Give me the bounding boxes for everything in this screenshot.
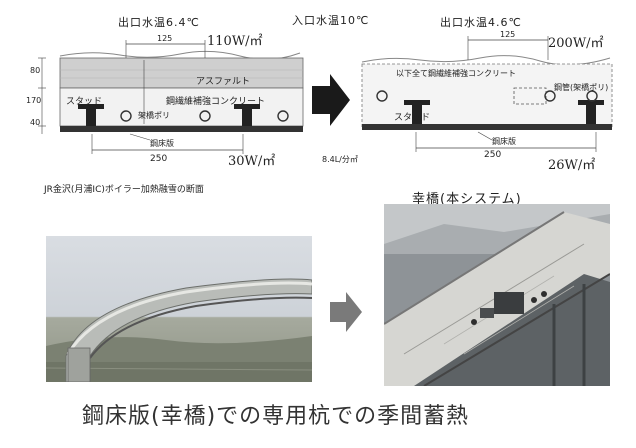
left-dim-side-2: 40 [30,118,41,127]
construction-photo [384,204,610,386]
left-stud-label: スタッド [66,97,103,107]
left-outlet-temp: 出口水温6.4℃ [118,16,200,29]
left-dim-side-1: 80 [30,66,41,75]
left-heat-bottom: 30W/㎡ [228,154,276,169]
right-heat-top: 200W/㎡ [548,36,604,51]
right-deck-label: 鋼床版 [492,137,516,146]
left-dim-top: 125 [157,34,173,43]
left-pipe-label: 架橋ポリ [138,111,170,120]
left-dim-bottom: 250 [150,154,168,164]
right-stud-label: スタッド [394,113,431,123]
right-pipe-label: 鋼管(架橋ポリ) [554,83,609,92]
right-caption: 幸橋(本システム) [412,192,522,207]
left-layer-asphalt: アスファルト [196,77,251,87]
left-dim-side-3: 170 [26,96,42,105]
right-outlet-temp: 出口水温4.6℃ [440,16,522,29]
flow-rate: 8.4L/分㎡ [322,155,358,164]
right-layer-concrete: 以下全て鋼繊維補強コンクリート [396,69,516,78]
bridge-photo [46,236,312,382]
right-dim-bottom: 250 [484,150,502,160]
inlet-temp: 入口水温10℃ [292,14,370,27]
footer-title: 鋼床版(幸橋)での専用杭での季間蓄熱 [82,404,470,429]
right-dim-top: 125 [500,30,516,39]
left-deck-label: 鋼床版 [150,139,174,148]
left-caption: JR金沢(月浦IC)ボイラー加熱融雪の断面 [44,185,204,195]
curved-bridge-illustration [46,278,312,382]
right-heat-bottom: 26W/㎡ [548,158,596,173]
left-heat-top: 110W/㎡ [207,34,263,49]
bridge-construction-illustration [384,204,610,386]
left-layer-concrete: 鋼繊維補強コンクリート [166,97,266,107]
